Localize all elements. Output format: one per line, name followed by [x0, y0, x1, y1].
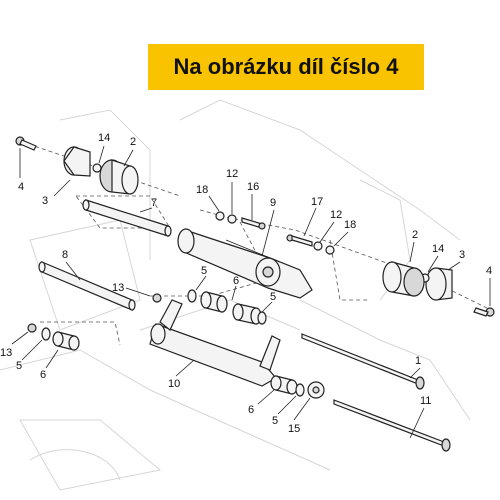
part-10-bracket — [149, 299, 281, 387]
callout-13: 13 — [112, 282, 124, 294]
part-2-silent-block-right — [382, 261, 425, 297]
callout-8: 8 — [62, 249, 68, 261]
callout-1: 1 — [415, 355, 421, 367]
callout-5: 5 — [270, 291, 276, 303]
leader-lines — [11, 145, 491, 439]
part-9-swing-arm — [177, 228, 313, 299]
callout-15: 15 — [288, 423, 300, 435]
callout-18: 18 — [344, 219, 356, 231]
callout-2: 2 — [130, 136, 136, 148]
callout-5: 5 — [201, 265, 207, 277]
part-18-washer-b — [325, 245, 335, 255]
callout-10: 10 — [168, 378, 180, 390]
part-3-bushing-right — [425, 267, 453, 301]
callout-5: 5 — [16, 360, 22, 372]
part-7-tube — [82, 199, 172, 237]
callout-labels: 4 3 14 2 7 18 12 16 9 17 12 18 2 14 3 4 … — [0, 132, 492, 435]
part-16-bolt — [241, 217, 266, 230]
banner-text: Na obrázku díl číslo 4 — [173, 54, 399, 79]
part-12-washer-b — [313, 241, 323, 251]
part-18-washer-a — [215, 211, 225, 221]
part-4-bolt-left — [15, 136, 37, 151]
callout-6: 6 — [233, 275, 239, 287]
part-6-bushing-c — [52, 331, 80, 351]
callout-12: 12 — [226, 168, 238, 180]
part-8-tube — [38, 261, 136, 311]
part-6-bushing-a — [200, 291, 228, 313]
part-11-long-bolt — [333, 399, 451, 452]
callout-9: 9 — [270, 197, 276, 209]
callout-13: 13 — [0, 347, 12, 359]
part-13-nut-left — [27, 323, 37, 333]
part-4-bolt-right — [473, 307, 495, 317]
part-number-banner: Na obrázku díl číslo 4 — [148, 44, 424, 90]
part-1-long-bolt — [301, 333, 425, 390]
part-5-oring-b — [257, 311, 267, 325]
part-2-silent-block-left — [99, 159, 139, 195]
callout-5: 5 — [272, 415, 278, 427]
callout-16: 16 — [247, 181, 259, 193]
callout-12: 12 — [330, 209, 342, 221]
part-14-washer-left — [92, 163, 102, 173]
part-5-oring-a — [187, 289, 197, 303]
callout-6: 6 — [248, 404, 254, 416]
callout-14: 14 — [98, 132, 110, 144]
part-6-bushing-d — [270, 375, 298, 395]
callout-18: 18 — [196, 184, 208, 196]
callout-7: 7 — [151, 197, 157, 209]
part-6-bushing-b — [232, 303, 262, 325]
callout-4: 4 — [18, 181, 24, 193]
part-3-bushing-left — [63, 146, 91, 177]
callout-3: 3 — [42, 195, 48, 207]
part-15-spacer — [307, 381, 325, 399]
callout-11: 11 — [420, 395, 431, 407]
callout-17: 17 — [311, 196, 323, 208]
part-13-nut-center — [152, 293, 162, 303]
callout-3: 3 — [459, 249, 465, 261]
callout-6: 6 — [40, 369, 46, 381]
callout-2: 2 — [412, 229, 418, 241]
part-17-bolt — [286, 234, 313, 247]
part-5-oring-d — [295, 383, 305, 397]
part-5-oring-c — [41, 327, 51, 341]
callout-14: 14 — [432, 243, 444, 255]
part-12-washer-a — [227, 214, 237, 224]
callout-4: 4 — [486, 265, 492, 277]
